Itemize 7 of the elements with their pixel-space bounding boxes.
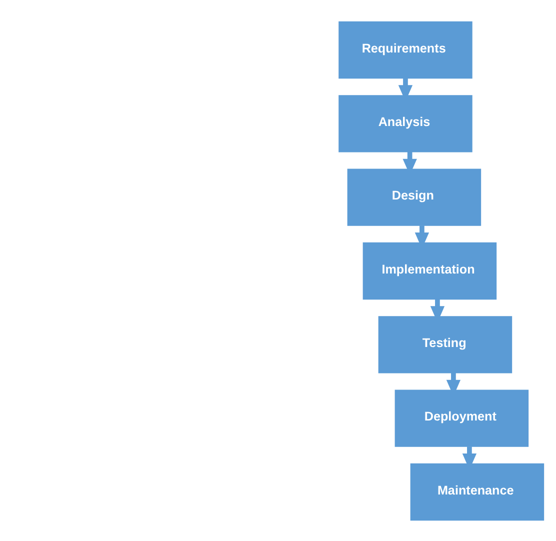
node-box: Implementation (362, 242, 497, 300)
node-box: Analysis (338, 94, 472, 152)
node-box: Testing (378, 316, 512, 373)
node-box: Design (347, 168, 482, 226)
node-box: Requirements (338, 20, 472, 78)
node-box: Deployment (394, 389, 529, 446)
node-box: Maintenance (410, 462, 544, 520)
